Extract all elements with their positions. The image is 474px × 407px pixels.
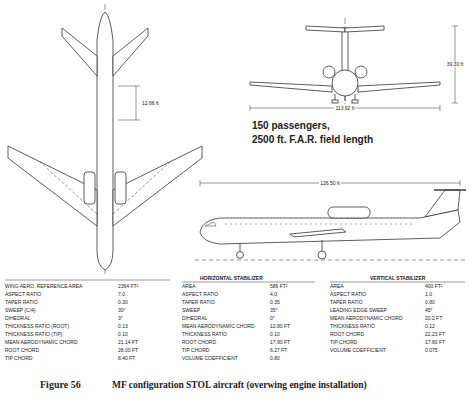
figure-caption: MF configuration STOL aircraft (overwing… [112,381,367,391]
table-value: 21.14 FT [118,340,138,345]
table-label: THICKNESS RATIO (ROOT) [5,324,69,329]
table-value: 7.0 [118,292,125,297]
table-value: 0.80 [270,356,280,361]
table-value: 1.0 [425,292,432,297]
table-label: DIHEDRAL [5,316,30,321]
table-label: ROOT CHORD [5,348,39,353]
dimension: 39.30 ft [446,62,465,67]
table-label: WING AERO. REFERENCE AREA [5,284,82,289]
table-label: THICKNESS RATIO [330,324,375,329]
table-label: SWEEP (C/4) [5,308,35,313]
table-value: 45° [425,308,433,313]
table-value: 0.80 [425,300,435,305]
table-label: ASPECT RATIO [330,292,366,297]
table-label: AREA [182,284,196,289]
table-value: 30° [118,308,126,313]
table-label: ROOT CHORD [330,332,364,337]
table-label: TAPER RATIO [330,300,363,305]
table-value: 28.00 FT [118,348,138,353]
table-value: 6.27 FT [270,348,287,353]
table-value: 0.30 [118,300,128,305]
table-label: LEADING EDGE SWEEP [330,308,387,313]
table-label: TAPER RATIO [182,300,215,305]
table-value: 0.35 [270,300,280,305]
table-label: THICKNESS RATIO [182,332,227,337]
dimension: 12.66 ft [142,101,159,106]
table-label: VOLUME COEFFICIENT [182,356,238,361]
table-label: THICKNESS RATIO (TIP) [5,332,62,337]
table-value: 2364 FT² [118,284,138,289]
table-header: HORIZONTAL STABILIZER [200,276,263,281]
note-text: 2500 ft. F.A.R. field length [252,135,373,145]
table-value: 20.2 FT [425,316,442,321]
table-value: 400 FT² [425,284,443,289]
dimension: 126.50 ft [319,181,340,186]
table-label: MEAN AERODYNAMIC CHORD [330,316,403,321]
table-label: MEAN AERODYNAMIC CHORD [182,324,255,329]
table-label: MEAN AERODYNAMIC CHORD [5,340,78,345]
table-label: ASPECT RATIO [5,292,41,297]
note-text: 150 passengers, [252,121,330,131]
table-value: 17.90 FT [270,340,290,345]
front-view [250,18,458,111]
dimension: 113.92 ft [334,106,355,111]
table-value: 8.40 FT [118,356,135,361]
table-label: TIP CHORD [5,356,32,361]
table-value: 17.80 FT [425,340,445,345]
table-value: 0.10 [118,332,128,337]
table-value: 0.10 [270,332,280,337]
table-value: 0.12 [425,324,435,329]
table-value: 0° [270,316,275,321]
table-label: SWEEP [182,308,200,313]
table-label: TIP CHORD [182,348,209,353]
table-label: VOLUME COEFFICIENT [330,348,386,353]
table-value: 0.13 [118,324,128,329]
table-label: TAPER RATIO [5,300,38,305]
table-label: ASPECT RATIO [182,292,218,297]
table-label: DIHEDRAL [182,316,207,321]
plan-view [8,4,202,276]
table-value: 35° [270,308,278,313]
table-label: AREA [330,284,344,289]
figure-number: Figure 56 [40,380,81,390]
side-view [195,180,466,260]
table-value: 4.0 [270,292,277,297]
table-value: 22.23 FT [425,332,445,337]
table-label: ROOT CHORD [182,340,216,345]
table-value: 0.075 [425,348,438,353]
table-header: VERTICAL STABILIZER [370,276,425,281]
table-value: 3° [118,316,123,321]
table-label: TIP CHORD [330,340,357,345]
table-value: 12.80 FT [270,324,290,329]
table-value: 586 FT² [270,284,288,289]
